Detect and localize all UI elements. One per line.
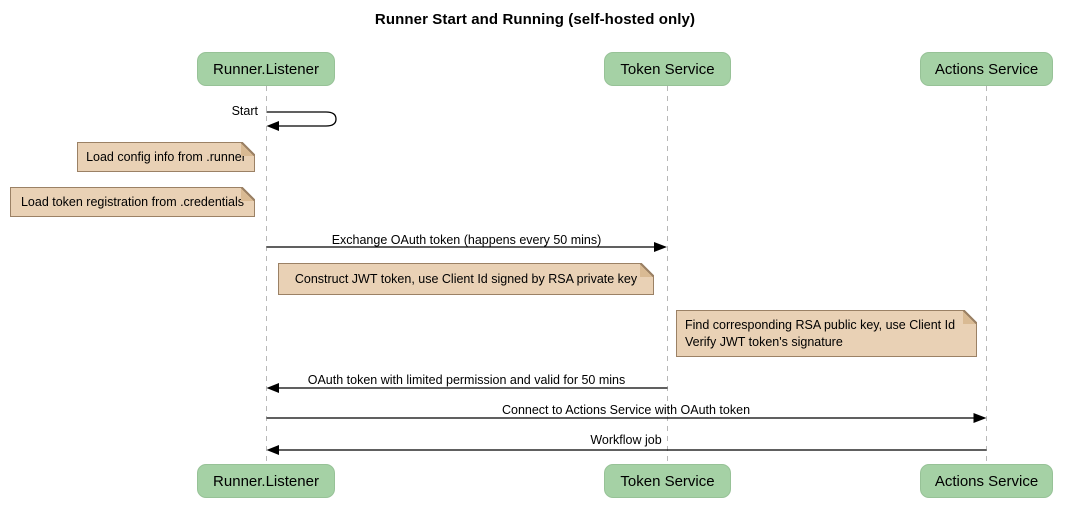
note-verify-jwt-text: Find corresponding RSA public key, use C… [685,317,956,349]
message-label-start: Start [231,104,258,118]
message-label-connect-actions: Connect to Actions Service with OAuth to… [501,403,751,417]
note-fold-icon [241,187,255,201]
note-fold-icon [241,142,255,156]
arrowhead-oauth-return [266,383,279,393]
note-fold-icon [963,310,977,324]
participant-runner-listener-bottom: Runner.Listener [197,464,335,498]
participant-runner-listener-top: Runner.Listener [197,52,335,86]
note-fold-icon [640,263,654,277]
note-load-token-registration: Load token registration from .credential… [10,187,255,217]
note-load-config: Load config info from .runner [77,142,255,172]
note-construct-jwt: Construct JWT token, use Client Id signe… [278,263,654,295]
participant-token-service-bottom: Token Service [604,464,731,498]
message-line-start-self-loop [266,111,337,127]
message-label-workflow-job: Workflow job [590,433,662,447]
participant-actions-service-bottom: Actions Service [920,464,1053,498]
note-load-token-registration-text: Load token registration from .credential… [20,194,245,209]
participant-token-service-top: Token Service [604,52,731,86]
arrowhead-start [266,121,279,131]
diagram-title: Runner Start and Running (self-hosted on… [374,11,696,28]
note-verify-jwt: Find corresponding RSA public key, use C… [676,310,977,357]
message-label-exchange-oauth: Exchange OAuth token (happens every 50 m… [331,233,602,247]
note-load-config-text: Load config info from .runner [86,149,246,164]
message-label-oauth-return: OAuth token with limited permission and … [307,373,626,387]
note-construct-jwt-text: Construct JWT token, use Client Id signe… [294,271,638,286]
arrowhead-exchange-oauth [654,242,667,252]
arrowhead-connect-actions [973,413,987,423]
participant-actions-service-top: Actions Service [920,52,1053,86]
arrowhead-workflow-job [266,445,279,455]
